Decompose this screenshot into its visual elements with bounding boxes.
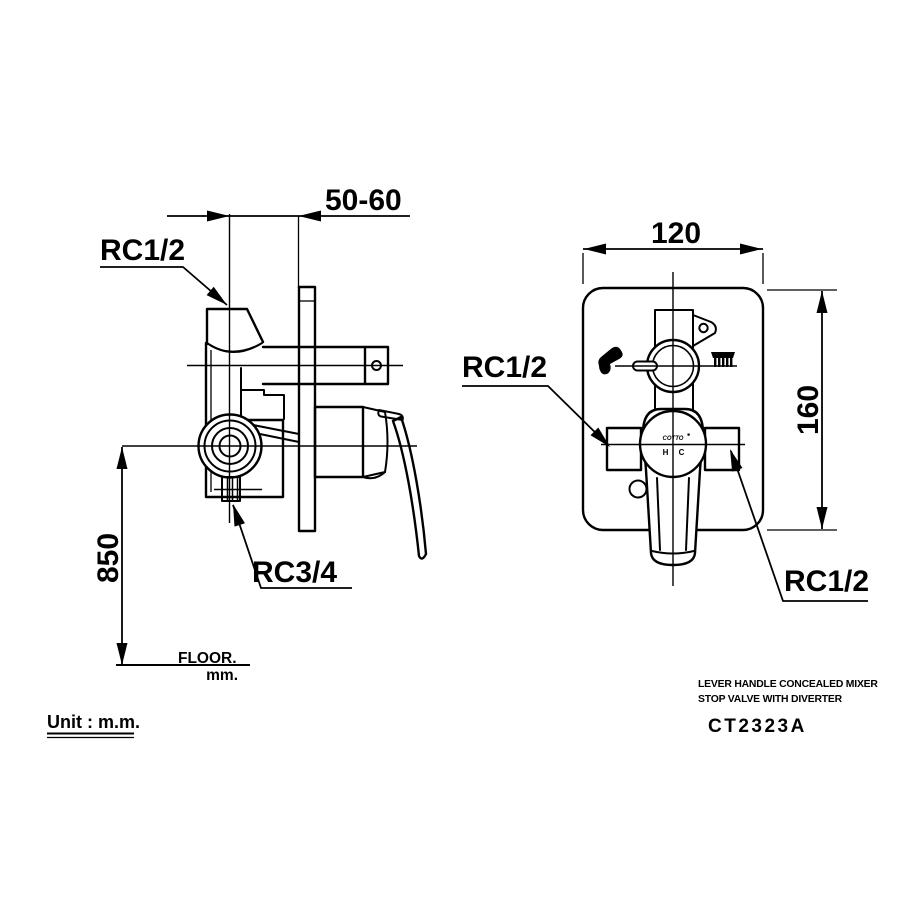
wall-plate bbox=[297, 285, 317, 533]
dimension-160: 160 bbox=[767, 289, 837, 531]
label-rc12-front-left: RC1/2 bbox=[462, 351, 610, 447]
title-block: LEVER HANDLE CONCEALED MIXER STOP VALVE … bbox=[698, 679, 879, 737]
body-bracket bbox=[240, 367, 285, 420]
arrowhead bbox=[116, 447, 128, 469]
top-outlet-pipe bbox=[261, 345, 390, 386]
dimension-50-60: 50-60 bbox=[167, 184, 410, 288]
diverter-tab-hole bbox=[698, 322, 709, 334]
dimension-value-wall-depth: 50-60 bbox=[325, 184, 402, 217]
unit-note-text: Unit : m.m. bbox=[47, 712, 140, 732]
arrowhead bbox=[590, 427, 610, 447]
arrowhead bbox=[207, 210, 230, 222]
diverter-column bbox=[654, 309, 717, 411]
arrowhead bbox=[298, 210, 321, 222]
valve-body-side bbox=[122, 214, 428, 560]
unit-note: Unit : m.m. bbox=[47, 712, 140, 739]
arrowhead bbox=[206, 286, 227, 305]
dimension-120: 120 bbox=[582, 217, 764, 284]
arrowhead bbox=[816, 291, 828, 313]
arrowhead bbox=[816, 507, 828, 529]
dimension-value-height: 850 bbox=[92, 533, 125, 583]
label-text-rc12-top: RC1/2 bbox=[100, 234, 185, 267]
floor-label: FLOOR. bbox=[178, 650, 237, 667]
arrowhead bbox=[730, 449, 743, 472]
cold-marking: C bbox=[679, 448, 685, 457]
hot-marking: H bbox=[663, 448, 669, 457]
title-line1: LEVER HANDLE CONCEALED MIXER bbox=[698, 679, 878, 690]
front-view: COTTO H C 120 160 RC1/2 bbox=[462, 217, 869, 602]
elbow-curve-inner bbox=[210, 344, 259, 352]
hand-shower-icon bbox=[598, 346, 623, 375]
label-rc34: RC3/4 bbox=[232, 504, 352, 589]
dimension-850: 850 FLOOR. mm. bbox=[92, 447, 250, 684]
lever-handle-side bbox=[313, 405, 428, 560]
dimension-value-width: 120 bbox=[651, 217, 701, 250]
dimension-value-plate-height: 160 bbox=[792, 385, 825, 435]
handle-ring-detail bbox=[628, 479, 648, 499]
brand-logo: COTTO bbox=[663, 436, 684, 442]
label-text-rc12-right: RC1/2 bbox=[784, 565, 869, 598]
overhead-shower-icon bbox=[711, 352, 735, 367]
label-text-rc34: RC3/4 bbox=[252, 556, 337, 589]
title-line2: STOP VALVE WITH DIVERTER bbox=[698, 694, 843, 705]
label-text-rc12-left: RC1/2 bbox=[462, 351, 547, 384]
arrowhead bbox=[116, 643, 128, 665]
escutcheon-side bbox=[313, 405, 365, 479]
inlet-elbow bbox=[205, 307, 265, 346]
lever-blade-side bbox=[391, 415, 428, 560]
side-view: 50-60 RC1/2 RC3/4 850 FLOOR. mm. bbox=[92, 184, 428, 684]
arrowhead bbox=[584, 243, 606, 255]
model-number: CT2323A bbox=[708, 716, 807, 737]
arrowhead bbox=[233, 504, 245, 527]
registered-mark bbox=[687, 433, 690, 436]
label-rc12-side: RC1/2 bbox=[100, 234, 228, 306]
label-rc12-front-right: RC1/2 bbox=[730, 449, 869, 602]
escutcheon-markings: COTTO H C bbox=[663, 433, 690, 457]
valve-block-left bbox=[605, 426, 643, 472]
floor-unit-label: mm. bbox=[206, 667, 238, 684]
arrowhead bbox=[740, 243, 762, 255]
bottom-inlet-stub bbox=[214, 476, 262, 502]
